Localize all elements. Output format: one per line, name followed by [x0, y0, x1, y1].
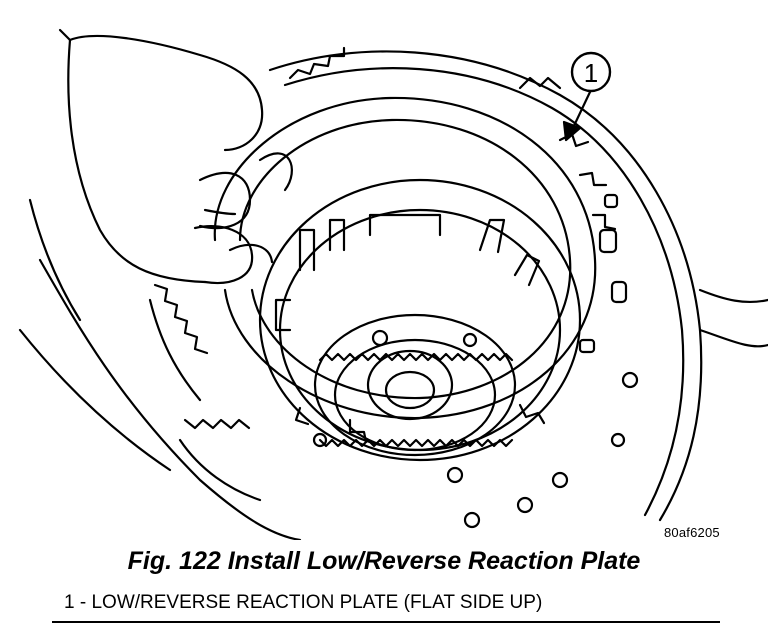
transmission-illustration: 1	[18, 28, 768, 540]
transmission-case	[18, 50, 768, 540]
image-code: 80af6205	[664, 525, 720, 540]
legend-item-number: 1	[64, 592, 75, 613]
legend-item: 1 - LOW/REVERSE REACTION PLATE (FLAT SID…	[64, 592, 542, 614]
legend-divider	[52, 621, 720, 623]
figure-caption: Fig. 122 Install Low/Reverse Reaction Pl…	[127, 547, 641, 575]
side-gear-segment	[148, 283, 262, 502]
callout-leader	[562, 90, 592, 142]
callout-number: 1	[584, 58, 598, 88]
legend-item-text: LOW/REVERSE REACTION PLATE (FLAT SIDE UP…	[91, 592, 543, 613]
case-spline-teeth	[288, 46, 562, 90]
reaction-plate-ring	[213, 96, 617, 444]
callout-marker-1: 1	[570, 51, 612, 93]
technician-hand	[58, 28, 293, 284]
legend-item-separator: -	[74, 592, 92, 613]
